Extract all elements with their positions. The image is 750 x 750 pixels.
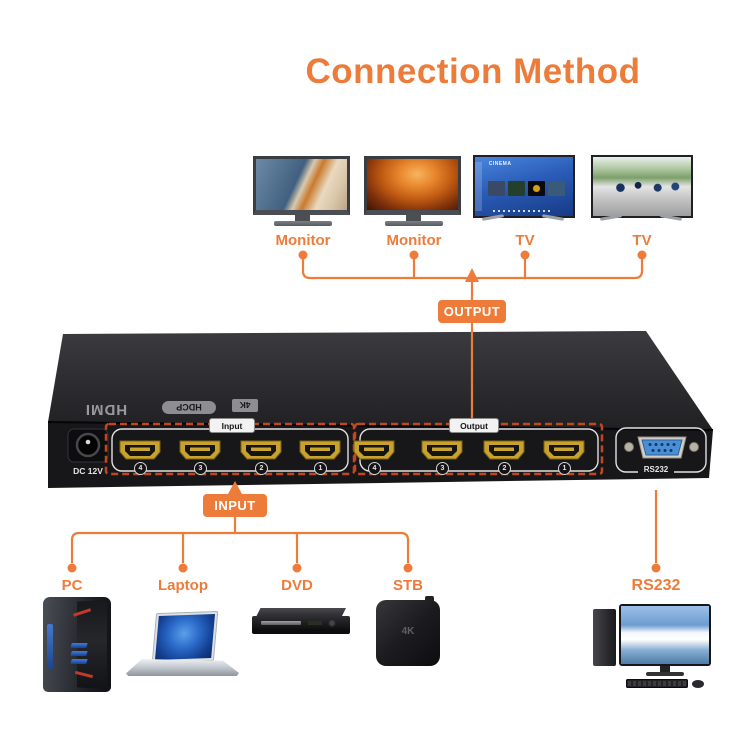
output-badge: OUTPUT (438, 300, 506, 323)
arrow-up-icon (465, 268, 479, 282)
tv-screen-text: CINEMA (488, 160, 512, 167)
brand-hdcp: HDCP (162, 401, 216, 414)
monitor-screen-photo (256, 159, 347, 210)
rs232-label: RS232 (631, 577, 681, 594)
laptop-base (126, 659, 239, 676)
display-monitor-1 (253, 156, 350, 215)
monitor-screen-photo (367, 159, 458, 210)
input-group-label: Input (209, 418, 255, 433)
hdmi-port (119, 440, 161, 460)
tv-app-tiles (487, 180, 565, 196)
rs232-desktop-computer (590, 600, 720, 692)
dvd-knob (328, 619, 336, 627)
desktop-monitor-base (646, 672, 684, 676)
desktop-mouse (692, 680, 704, 688)
output-port-number-3: 3 (436, 462, 449, 475)
tv-app-tile (487, 180, 505, 196)
screw-icon (624, 442, 634, 452)
desktop-wallpaper (621, 606, 709, 664)
tv-menu-dots (492, 209, 552, 212)
desktop-tower (593, 609, 616, 666)
output-port-number-1: 1 (558, 462, 571, 475)
source-stb-box: 4K (376, 596, 440, 666)
display-monitor-2 (364, 156, 461, 215)
stb-4k-badge: 4K (401, 626, 415, 638)
hdmi-port (299, 440, 341, 460)
output-port-number-2: 2 (498, 462, 511, 475)
pc-led-strip (47, 623, 54, 670)
hdmi-port (179, 440, 221, 460)
desktop-monitor (619, 604, 711, 666)
tv-screen-menu: CINEMA (475, 157, 573, 216)
output-tree-markers (298, 250, 647, 282)
monitor-stand (406, 212, 421, 221)
display-label-monitor-1: Monitor (275, 232, 331, 249)
screw-icon (689, 442, 699, 452)
dvd-display (308, 621, 322, 625)
laptop-screen (151, 610, 219, 664)
tv-app-tile (547, 180, 565, 196)
stb-body: 4K (376, 600, 440, 666)
tv-app-tile (507, 180, 525, 196)
hdmi-port (240, 440, 282, 460)
hdmi-port (543, 440, 585, 460)
hdmi-port (483, 440, 525, 460)
monitor-stand-base (385, 221, 443, 226)
input-port-number-3: 3 (194, 462, 207, 475)
input-port-number-2: 2 (255, 462, 268, 475)
tv-menu-sidebar (475, 161, 482, 212)
desktop-monitor-stand (660, 666, 670, 673)
input-badge: INPUT (203, 494, 267, 517)
dc-power-label: DC 12V (73, 466, 103, 476)
dvd-disc-tray (261, 621, 301, 625)
source-pc-tower (43, 597, 111, 692)
display-tv-1: CINEMA (473, 155, 575, 218)
dvd-top-face (256, 608, 346, 617)
input-tree-markers (67, 481, 413, 573)
source-dvd-player (252, 608, 350, 636)
input-connection-tree (70, 492, 410, 563)
source-label-laptop: Laptop (158, 577, 208, 594)
pc-blue-vent (70, 643, 88, 648)
dc-power-jack (67, 428, 109, 463)
stb-antenna-nub (425, 596, 434, 603)
pc-blue-vent (70, 651, 88, 656)
tv-app-tile (527, 180, 545, 196)
rs232-panel-label: RS232 (638, 465, 674, 474)
tv-screen-photo (593, 157, 691, 216)
hdmi-port (353, 440, 395, 460)
brand-4k: 4K (232, 399, 258, 412)
desktop-keyboard (626, 679, 688, 688)
db9-pins (648, 443, 676, 452)
output-port-number-4: 4 (368, 462, 381, 475)
dvd-front-panel (252, 616, 350, 634)
rs232-connection-line (651, 490, 661, 573)
output-group-label: Output (449, 418, 499, 433)
page-title: Connection Method (305, 52, 641, 91)
source-label-pc: PC (61, 577, 83, 594)
brand-hdmi: HDMI (84, 401, 128, 418)
keyboard-keys (628, 681, 686, 686)
monitor-stand (295, 212, 310, 221)
source-label-stb: STB (393, 577, 423, 594)
display-tv-2 (591, 155, 693, 218)
input-port-number-1: 1 (314, 462, 327, 475)
db9-connector (641, 439, 683, 456)
laptop-wallpaper (154, 614, 216, 660)
source-label-dvd: DVD (281, 577, 313, 594)
display-label-monitor-2: Monitor (386, 232, 442, 249)
source-laptop (126, 610, 240, 678)
input-port-number-4: 4 (134, 462, 147, 475)
display-label-tv-2: TV (632, 232, 652, 249)
pc-blue-vent (70, 659, 88, 664)
monitor-stand-base (274, 221, 332, 226)
hdmi-port (421, 440, 463, 460)
arrow-up-icon (228, 481, 242, 494)
display-label-tv-1: TV (515, 232, 535, 249)
